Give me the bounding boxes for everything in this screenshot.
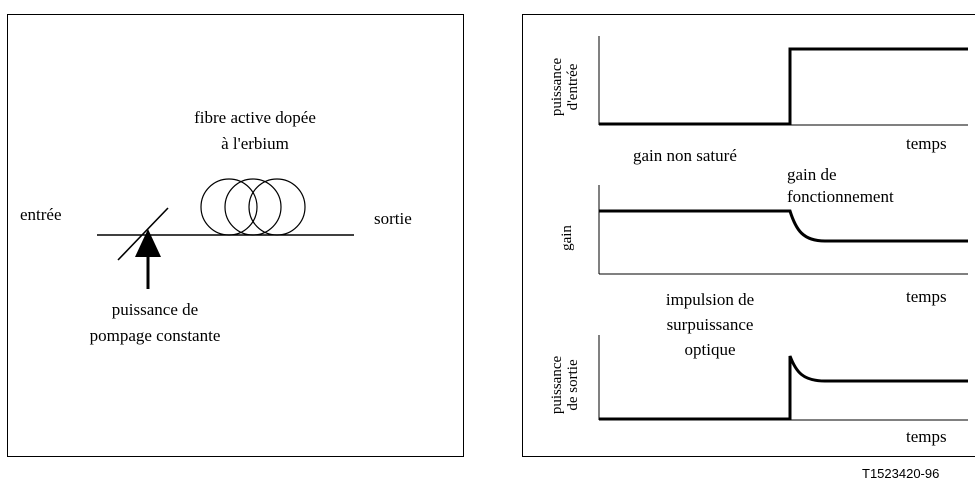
gain-ylabel: gain	[559, 225, 575, 251]
fiber-coil-2	[224, 178, 282, 236]
input-power-xlabel: temps	[906, 134, 947, 153]
output-power-ylabel: puissance de sortie	[549, 355, 581, 415]
gain-plot	[598, 185, 968, 275]
fiber-label-line1: fibre active dopée	[194, 108, 316, 127]
fiber-coil-3	[248, 178, 306, 236]
input-power-ylabel: puissance d'entrée	[549, 57, 581, 117]
figure-id: T1523420-96	[862, 466, 940, 481]
input-power-ylabel-line1: puissance	[549, 57, 565, 117]
surge-annotation-line3: optique	[684, 340, 736, 359]
gain-unsaturated-annotation: gain non saturé	[633, 146, 737, 165]
fiber-label-line2: à l'erbium	[221, 134, 289, 153]
gain-xlabel: temps	[906, 287, 947, 306]
input-label: entrée	[20, 205, 62, 224]
output-label: sortie	[374, 209, 412, 228]
pump-arrow-head	[135, 229, 161, 257]
output-power-xlabel: temps	[906, 427, 947, 446]
input-power-step-curve	[599, 47, 968, 126]
gain-curve	[599, 209, 968, 243]
amplifier-schematic-panel	[7, 14, 464, 457]
gain-operating-annotation-line1: gain de	[787, 165, 837, 184]
input-power-ylabel-line2: d'entrée	[565, 63, 581, 111]
surge-annotation-line2: surpuissance	[666, 315, 754, 334]
coupler-slash	[117, 207, 169, 261]
output-power-ylabel-line1: puissance	[549, 355, 565, 415]
pump-label-line1: puissance de	[111, 300, 199, 319]
output-power-plot	[598, 335, 968, 421]
input-power-plot	[598, 36, 968, 126]
output-power-ylabel-line2: de sortie	[565, 359, 581, 411]
time-response-panel	[522, 14, 975, 457]
gain-operating-annotation-line2: fonctionnement	[787, 187, 894, 206]
pump-label-line2: pompage constante	[89, 326, 221, 345]
surge-annotation-line1: impulsion de	[665, 290, 755, 309]
output-power-curve	[599, 355, 968, 421]
fiber-coil-1	[200, 178, 258, 236]
